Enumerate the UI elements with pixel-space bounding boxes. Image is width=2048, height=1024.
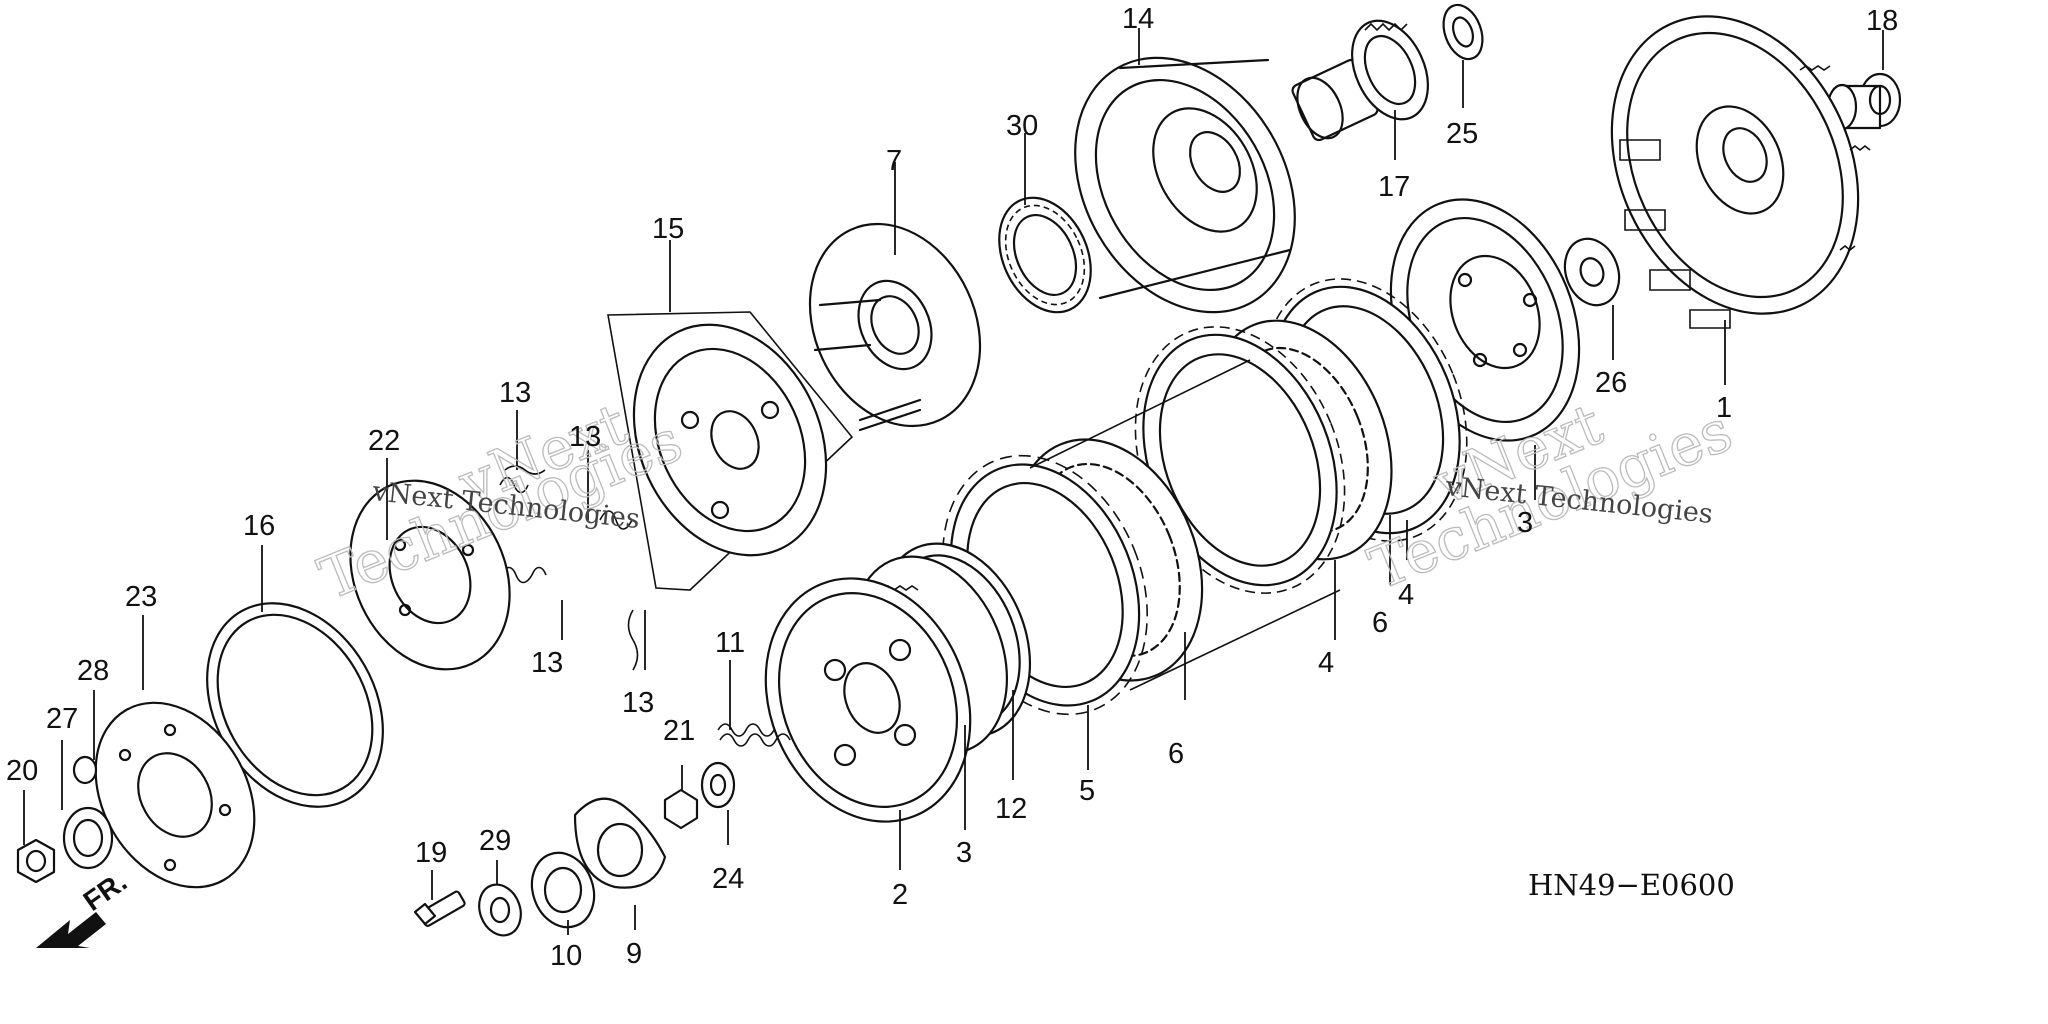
part-14-clutch-drum bbox=[1074, 56, 1296, 314]
part-20-nut bbox=[16, 838, 56, 884]
callout: 15 bbox=[652, 213, 684, 245]
part-24-washer bbox=[700, 761, 736, 809]
part-21-nut bbox=[663, 788, 699, 830]
callout: 26 bbox=[1595, 367, 1627, 399]
callout: 7 bbox=[886, 145, 902, 177]
part-19-bolt bbox=[413, 890, 466, 927]
part-15-weight-assembly bbox=[607, 311, 854, 591]
callout: 24 bbox=[712, 863, 744, 895]
callout: 20 bbox=[6, 755, 38, 787]
callout: 4 bbox=[1398, 579, 1414, 611]
callout: 13 bbox=[499, 377, 531, 409]
callout: 27 bbox=[46, 703, 78, 735]
part-28-nut bbox=[72, 755, 98, 785]
callout: 13 bbox=[569, 421, 601, 453]
part-18-collar bbox=[1826, 72, 1902, 131]
front-direction-arrow: FR. bbox=[36, 866, 132, 948]
part-22-plate bbox=[349, 479, 511, 671]
callout: 9 bbox=[626, 938, 642, 970]
callout: 19 bbox=[415, 837, 447, 869]
callout: 28 bbox=[77, 655, 109, 687]
part-10-seal bbox=[530, 851, 596, 929]
part-11-spring bbox=[717, 723, 791, 747]
leader-lines bbox=[23, 28, 1884, 935]
callout: 16 bbox=[243, 510, 275, 542]
callout: 3 bbox=[956, 837, 972, 869]
callout: 10 bbox=[550, 940, 582, 972]
part-code: HN49−E0600 bbox=[1528, 868, 1735, 902]
callout: 6 bbox=[1372, 607, 1388, 639]
part-25-washer bbox=[1442, 3, 1484, 61]
part-26-washer bbox=[1563, 237, 1621, 307]
callout: 14 bbox=[1122, 3, 1154, 35]
callout: 30 bbox=[1006, 110, 1038, 142]
part-1-clutch-housing bbox=[1610, 15, 1871, 329]
part-2-clutch-center bbox=[764, 577, 972, 823]
callout: 21 bbox=[663, 715, 695, 747]
callout: 4 bbox=[1318, 647, 1334, 679]
callout: 29 bbox=[479, 825, 511, 857]
part-29-bearing bbox=[478, 883, 522, 937]
callout: 13 bbox=[531, 647, 563, 679]
part-17-gear-shaft bbox=[1291, 19, 1429, 142]
part-7-drive-plate bbox=[808, 222, 982, 432]
part-27-washer bbox=[62, 806, 114, 870]
part-30-one-way-clutch bbox=[998, 196, 1092, 314]
callout: 2 bbox=[892, 879, 908, 911]
callout: 17 bbox=[1378, 171, 1410, 203]
stack-bracket-lines bbox=[1029, 359, 1341, 691]
callout: 22 bbox=[368, 425, 400, 457]
callout: 13 bbox=[622, 687, 654, 719]
part-23-cover-plate bbox=[94, 701, 256, 889]
part-13-springs bbox=[499, 465, 639, 671]
callout: 25 bbox=[1446, 118, 1478, 150]
callout: 12 bbox=[995, 793, 1027, 825]
callout: 6 bbox=[1168, 738, 1184, 770]
callout: 11 bbox=[715, 627, 745, 659]
svg-text:FR.: FR. bbox=[78, 866, 133, 917]
callout: 3 bbox=[1517, 507, 1533, 539]
callout: 1 bbox=[1716, 392, 1732, 424]
callout: 18 bbox=[1866, 5, 1898, 37]
callout: 5 bbox=[1079, 775, 1095, 807]
part-9-gasket bbox=[573, 797, 667, 889]
callout: 23 bbox=[125, 581, 157, 613]
callout-labels: 14 18 25 17 30 7 15 26 1 13 13 22 16 13 … bbox=[6, 3, 1898, 972]
